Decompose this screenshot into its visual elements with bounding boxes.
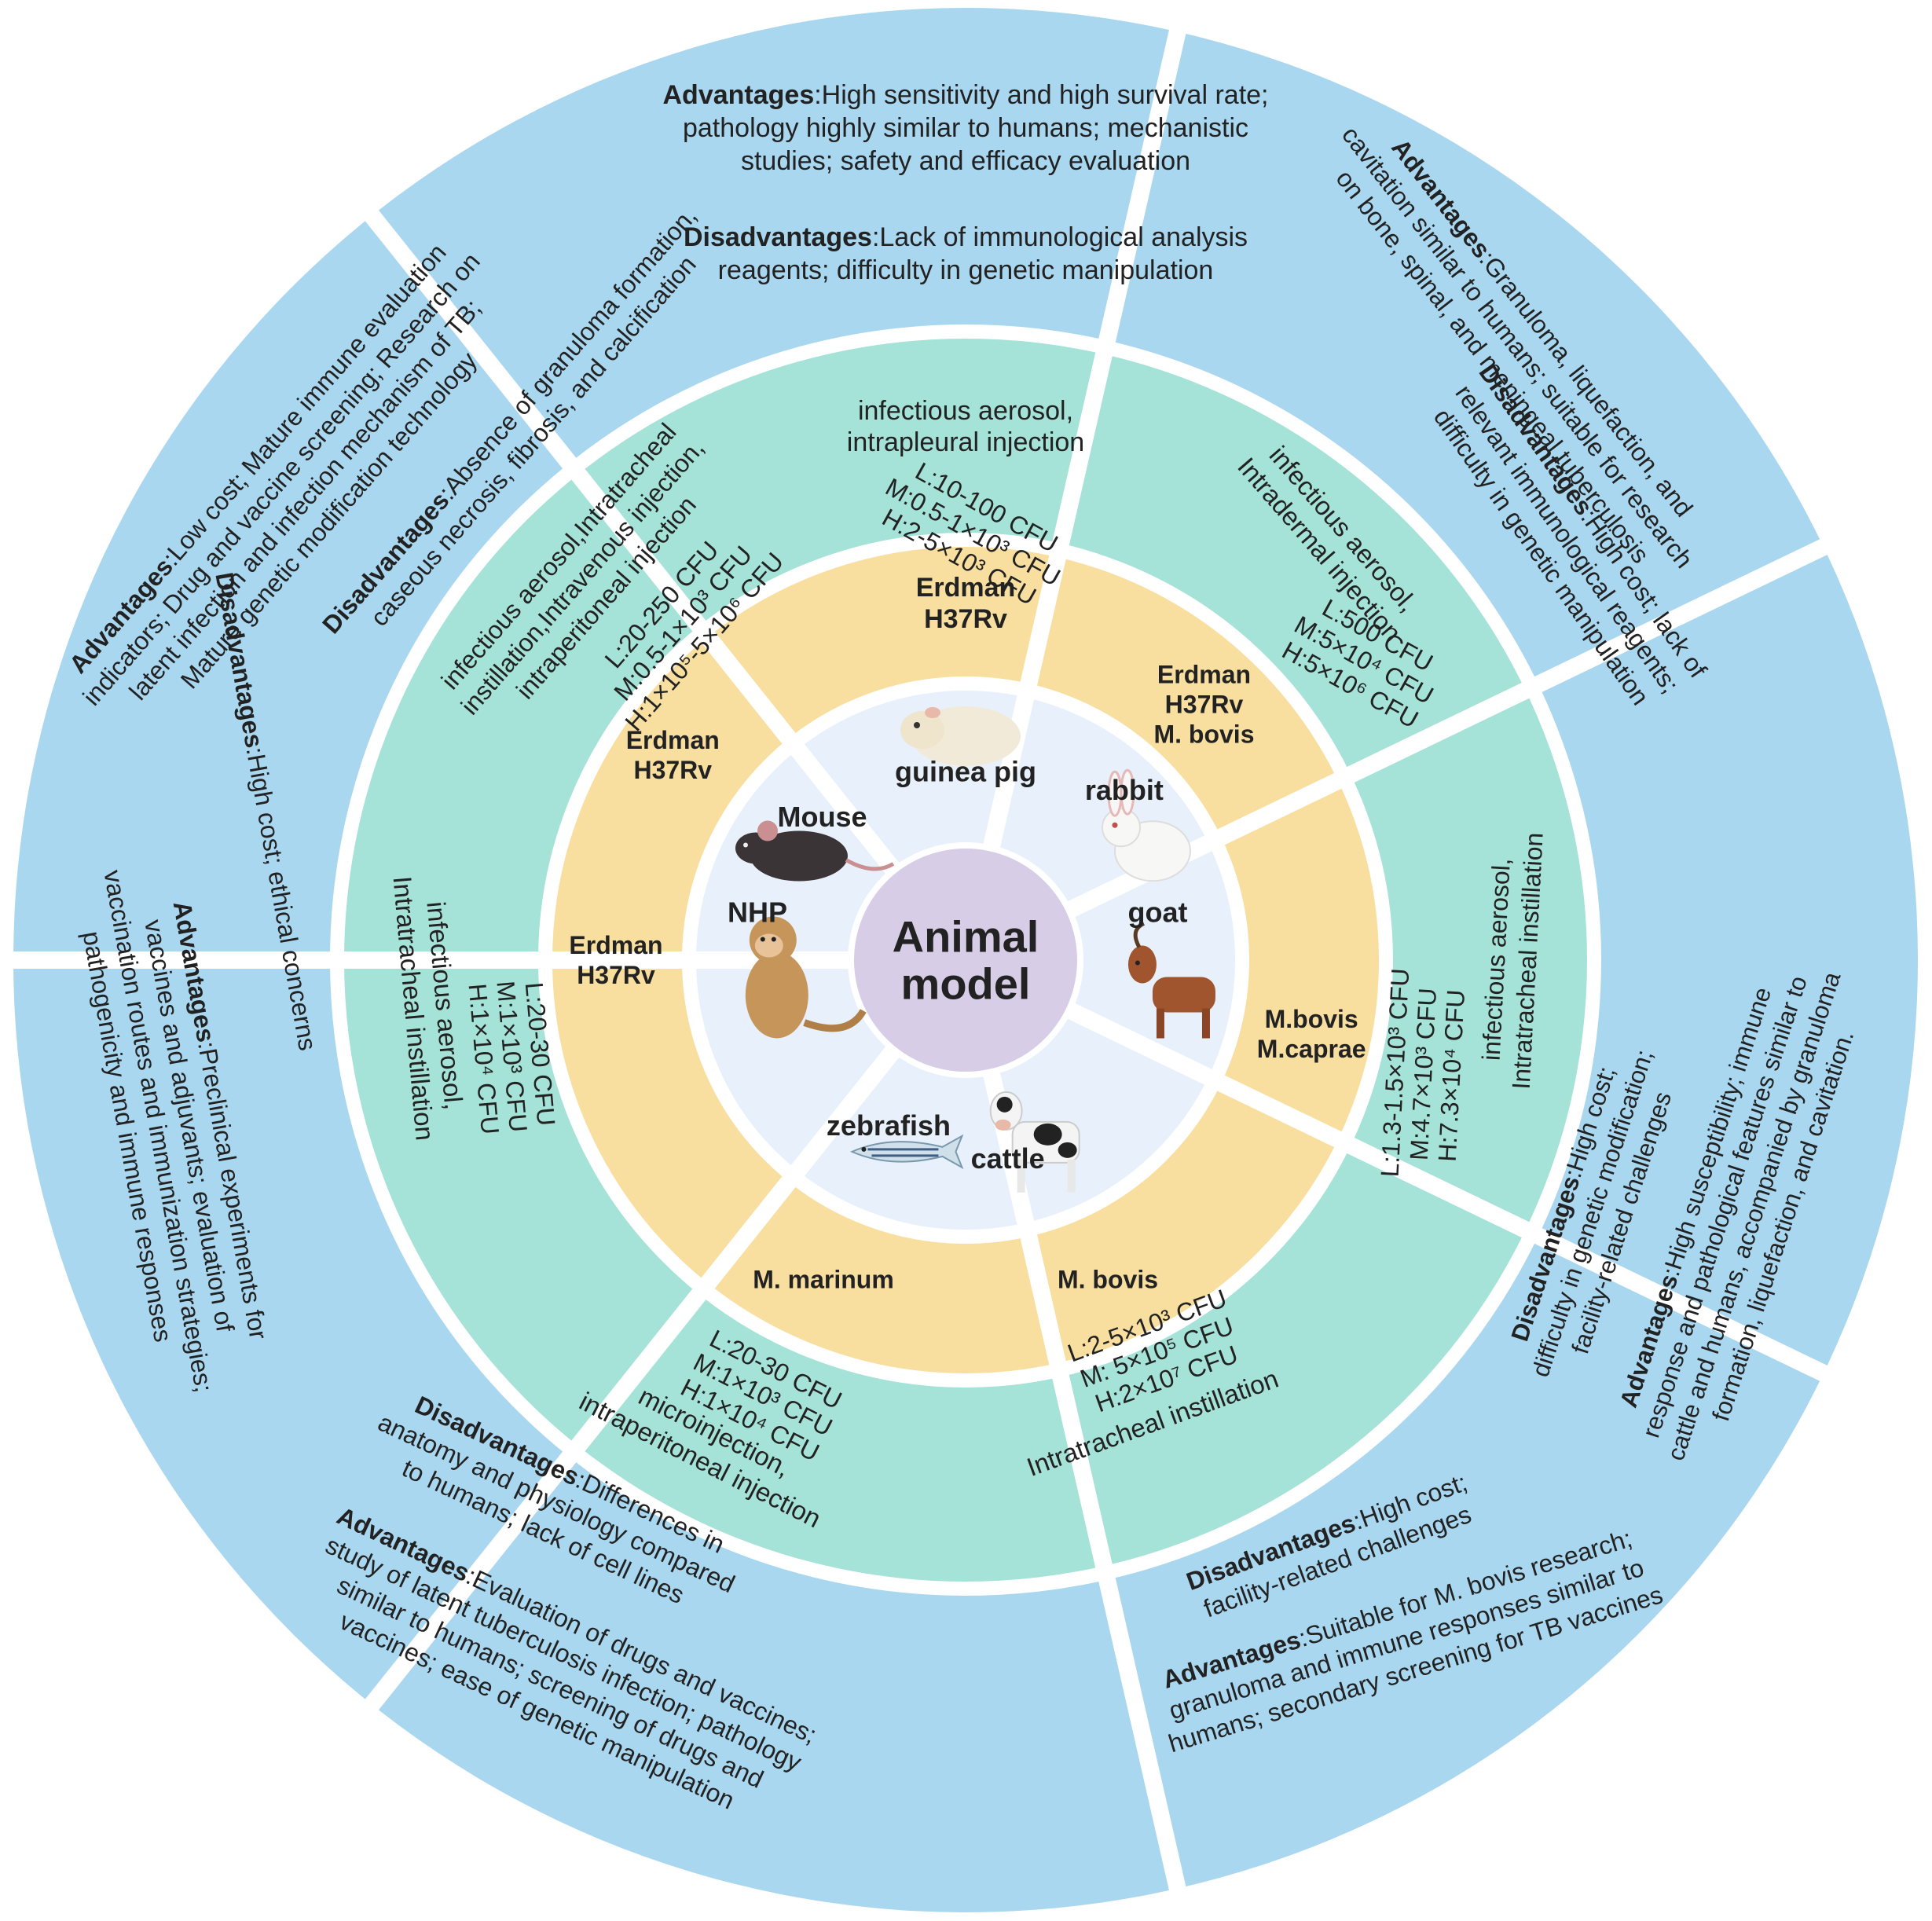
animal-name-zebrafish: zebrafish — [827, 1109, 951, 1142]
animal-name-cattle: cattle — [971, 1142, 1045, 1175]
strain-list-mouse-line: H37Rv — [633, 756, 712, 784]
strain-list-rabbit-line: M. bovis — [1153, 720, 1254, 749]
advantages-guinea-pig-label: Advantages — [663, 80, 815, 110]
mouse-icon — [735, 820, 895, 882]
segment-divider-2 — [361, 1042, 904, 1714]
strain-list-zebrafish: M. marinum — [753, 1266, 894, 1294]
center-title-line: model — [901, 959, 1031, 1009]
monkey-icon — [745, 916, 867, 1039]
strain-list-guinea-pig-line: H37Rv — [924, 604, 1007, 634]
strain-list-rabbit-line: Erdman — [1157, 661, 1251, 689]
disadvantages-guinea-pig-line: reagents; difficulty in genetic manipula… — [718, 255, 1214, 285]
strain-list-goat-line: M.bovis — [1265, 1005, 1358, 1033]
animal-name-goat-line: goat — [1128, 896, 1188, 929]
animal-name-nhp-line: NHP — [728, 896, 787, 928]
disadvantages-guinea-pig-label: Disadvantages — [684, 222, 872, 252]
infection-route-guinea-pig-line: infectious aerosol, — [858, 396, 1073, 426]
strain-list-guinea-pig-line: Erdman — [916, 573, 1016, 603]
strain-list-nhp-line: Erdman — [569, 931, 662, 959]
strain-list-rabbit-line: H37Rv — [1165, 691, 1244, 719]
infection-route-guinea-pig-line: intrapleural injection — [847, 427, 1084, 457]
cow-icon — [989, 1091, 1080, 1193]
zebrafish-icon — [849, 1134, 964, 1170]
animal-name-rabbit: rabbit — [1085, 774, 1164, 806]
advantages-guinea-pig-line: Advantages:High sensitivity and high sur… — [663, 80, 1269, 110]
animal-name-goat: goat — [1128, 896, 1188, 929]
strain-list-cattle-line: M. bovis — [1058, 1266, 1158, 1294]
segment-divider-5 — [981, 25, 1187, 854]
advantages-guinea-pig-line: studies; safety and efficacy evaluation — [741, 146, 1190, 176]
animal-name-mouse: Mouse — [778, 801, 867, 833]
center-disc — [854, 849, 1077, 1072]
center-title-line: Animal — [893, 912, 1039, 962]
guinea-pig-icon — [900, 706, 1021, 766]
disadvantages-guinea-pig-line: Disadvantages:Lack of immunological anal… — [684, 222, 1248, 252]
animal-name-guinea-pig: guinea pig — [895, 756, 1036, 788]
animal-name-cattle-line: cattle — [971, 1142, 1045, 1175]
animal-name-mouse-line: Mouse — [778, 801, 867, 833]
strain-list-goat-line: M.caprae — [1257, 1035, 1366, 1063]
strain-list-zebrafish-line: M. marinum — [753, 1266, 894, 1294]
advantages-guinea-pig: Advantages:High sensitivity and high sur… — [663, 80, 1269, 176]
animal-name-guinea-pig-line: guinea pig — [895, 756, 1036, 788]
advantages-guinea-pig-line: pathology highly similar to humans; mech… — [683, 113, 1248, 143]
animal-name-rabbit-line: rabbit — [1085, 774, 1164, 806]
segment-divider-1 — [981, 1066, 1187, 1895]
strain-list-nhp-line: H37Rv — [577, 961, 655, 989]
disadvantages-guinea-pig: Disadvantages:Lack of immunological anal… — [684, 222, 1248, 285]
animal-name-zebrafish-line: zebrafish — [827, 1109, 951, 1142]
animal-name-nhp: NHP — [728, 896, 787, 928]
goat-icon — [1127, 922, 1215, 1039]
strain-list-cattle: M. bovis — [1058, 1266, 1158, 1294]
strain-list-mouse-line: Erdman — [626, 726, 720, 754]
segment-divider-0 — [1062, 1000, 1832, 1384]
segment-divider-4 — [361, 206, 904, 878]
segment-divider-6 — [1062, 537, 1832, 920]
rabbit-icon — [1101, 768, 1191, 882]
infection-route-guinea-pig: infectious aerosol,intrapleural injectio… — [847, 396, 1084, 457]
